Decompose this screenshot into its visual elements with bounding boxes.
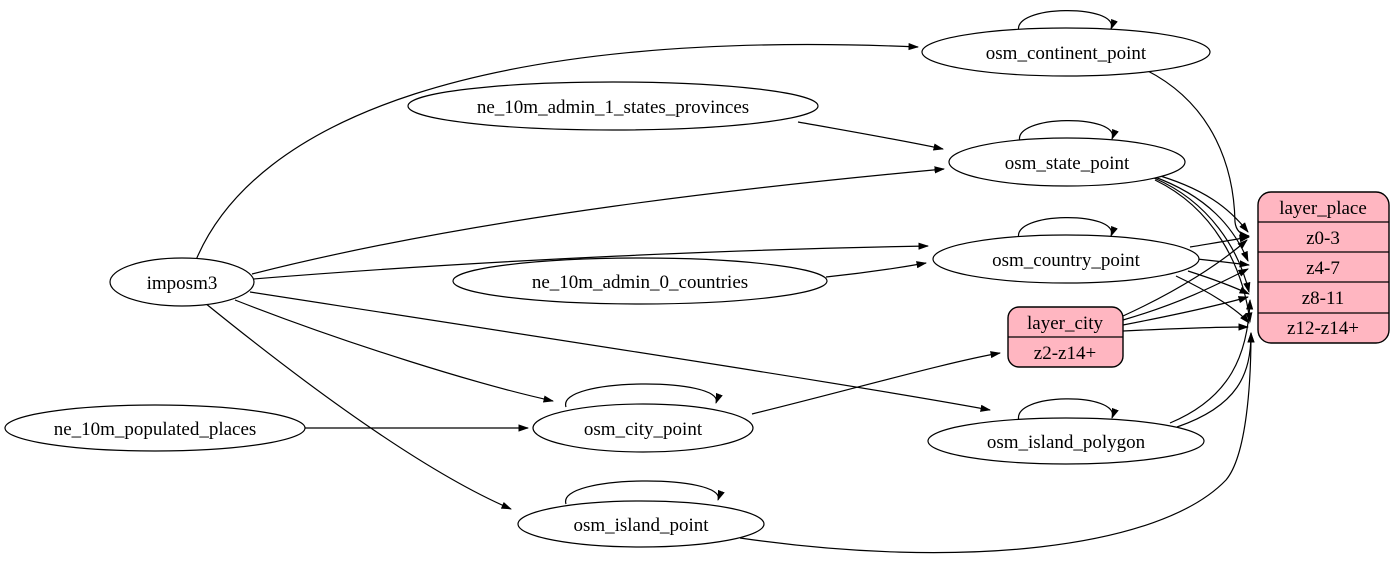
edge-osm_state_point-layer_place-z4-7 [1151, 175, 1249, 262]
node-osm_island_polygon: osm_island_polygon [927, 417, 1205, 465]
node-ne_10m_admin_0_countries-shape [452, 257, 828, 305]
selfloop-osm_state_point [1019, 120, 1119, 143]
node-osm_island_polygon-label: osm_island_polygon [987, 432, 1146, 453]
node-osm_continent_point-shape [921, 27, 1211, 77]
edge-osm_state_point-layer_place-z0-3 [1149, 172, 1249, 233]
node-ne_10m_admin_0_countries-label: ne_10m_admin_0_countries [532, 272, 748, 293]
node-osm_state_point: osm_state_point [948, 137, 1186, 187]
edge-imposm3-osm_island_point [204, 302, 512, 510]
node-ne_10m_populated_places-label: ne_10m_populated_places [54, 419, 257, 440]
record-layer_city-row-z2-z14: z2-z14+ [1034, 343, 1096, 364]
edge-layer_city-layer_place-z0-3 [1122, 239, 1248, 317]
node-osm_state_point-shape [948, 137, 1186, 187]
edge-ne_10m_admin_0_countries-osm_country_point [825, 261, 927, 278]
selfloop-osm_continent_point [1018, 10, 1118, 33]
record-layer_city: layer_city z2-z14+ [1007, 306, 1124, 368]
node-ne_10m_admin_1_states_provinces-label: ne_10m_admin_1_states_provinces [477, 97, 749, 118]
edge-osm_country_point-layer_place-z0-3 [1189, 235, 1250, 248]
node-imposm3-shape [109, 257, 255, 307]
node-osm_continent_point-label: osm_continent_point [986, 43, 1147, 64]
record-layer_place-box [1257, 191, 1390, 344]
node-osm_state_point-label: osm_state_point [1005, 153, 1130, 174]
record-layer_city-title: layer_city [1027, 313, 1103, 334]
node-ne_10m_populated_places-shape [4, 404, 306, 452]
node-osm_island_point: osm_island_point [517, 500, 765, 548]
edge-imposm3-osm_state_point [251, 166, 945, 275]
edge-ne_10m_admin_1_states_provinces-osm_state_point [797, 121, 944, 151]
edge-osm_city_point-layer_city-z2-z14 [751, 351, 1001, 415]
node-ne_10m_admin_1_states_provinces-shape [407, 81, 819, 131]
node-osm_city_point-shape [532, 403, 754, 453]
edge-osm_country_point-layer_place-z12-z14 [1175, 275, 1250, 324]
edge-imposm3-osm_continent_point [195, 42, 919, 261]
node-imposm3: imposm3 [109, 257, 255, 307]
record-layer_place: layer_place z0-3 z4-7 z8-11 z12-z14+ [1257, 191, 1390, 344]
edge-osm_state_point-layer_place-z8-11 [1153, 177, 1251, 293]
edge-layer_city-layer_place-z12-z14 [1122, 323, 1249, 332]
edge-imposm3-osm_city_point [234, 299, 554, 403]
node-osm_city_point-label: osm_city_point [584, 419, 703, 440]
record-layer_place-row-z4-7: z4-7 [1306, 258, 1340, 279]
edge-layer_city-layer_place-z4-7 [1122, 268, 1249, 321]
edge-osm_island_polygon-layer_place-z12-z14 [1176, 332, 1255, 428]
selfloop-osm_island_point [565, 480, 725, 505]
edge-layer_city-layer_place-z8-11 [1122, 296, 1249, 326]
record-layer_place-row-z0-3: z0-3 [1306, 228, 1340, 249]
record-layer_place-row-z12-z14: z12-z14+ [1287, 318, 1359, 339]
node-osm_continent_point: osm_continent_point [921, 27, 1211, 77]
edge-imposm3-osm_island_polygon [249, 291, 991, 412]
node-osm_island_polygon-shape [927, 417, 1205, 465]
edge-imposm3-osm_country_point [252, 242, 929, 280]
node-ne_10m_admin_0_countries: ne_10m_admin_0_countries [452, 257, 828, 305]
node-osm_city_point: osm_city_point [532, 403, 754, 453]
node-osm_country_point-label: osm_country_point [992, 250, 1140, 271]
edge-osm_country_point-layer_place-z4-7 [1196, 258, 1250, 268]
edge-group [195, 10, 1255, 554]
selfloop-osm_country_point [1018, 217, 1118, 240]
edge-osm_island_polygon-layer_place-z8-11 [1169, 299, 1254, 424]
node-osm_country_point-shape [932, 234, 1200, 284]
selfloop-osm_island_polygon [1018, 398, 1119, 422]
node-imposm3-label: imposm3 [147, 273, 218, 294]
node-osm_country_point: osm_country_point [932, 234, 1200, 284]
node-ne_10m_populated_places: ne_10m_populated_places [4, 404, 306, 452]
node-osm_island_point-shape [517, 500, 765, 548]
record-layer_place-row-z8-11: z8-11 [1302, 288, 1345, 309]
node-osm_island_point-label: osm_island_point [573, 515, 709, 536]
node-ne_10m_admin_1_states_provinces: ne_10m_admin_1_states_provinces [407, 81, 819, 131]
selfloop-osm_city_point [565, 383, 723, 408]
record-layer_place-title: layer_place [1279, 198, 1367, 219]
edge-osm_island_point-layer_place-z12-z14 [739, 332, 1255, 554]
edge-osm_country_point-layer_place-z8-11 [1187, 270, 1250, 295]
